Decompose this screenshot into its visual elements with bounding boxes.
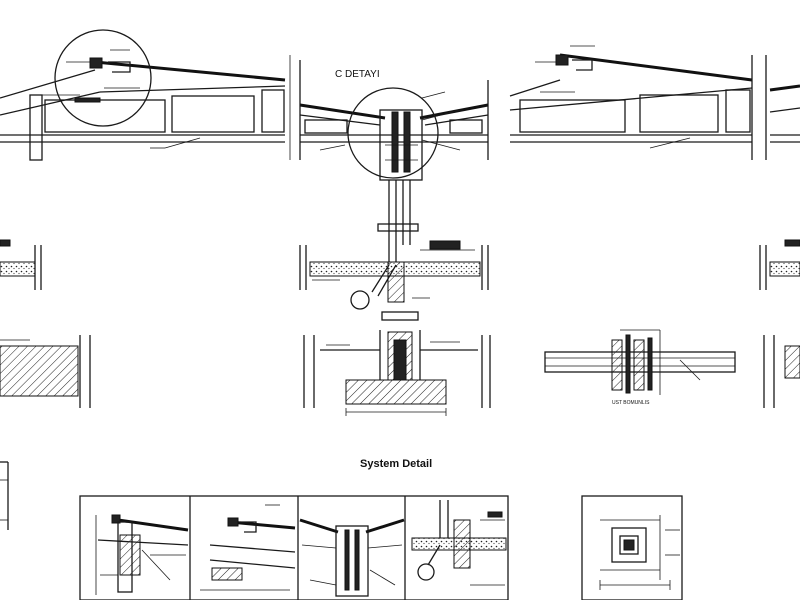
- ground-section-center: [299, 240, 489, 310]
- roof-section-right: [509, 45, 800, 160]
- foundation-left: [0, 335, 91, 408]
- column-plan-detail: [581, 495, 683, 600]
- system-panel-4: [411, 500, 507, 586]
- system-panel-1: [95, 514, 189, 595]
- detail-circle-a: [54, 29, 152, 127]
- detail-c-title: C DETAYI: [335, 69, 380, 80]
- ust-bomulus-label: UST BOMUNLIS: [612, 400, 650, 406]
- foundation-center: [303, 311, 491, 416]
- roof-section-center: C DETAYI: [299, 60, 489, 265]
- system-detail-title: System Detail: [360, 458, 432, 470]
- ground-section-left: [0, 239, 42, 290]
- system-detail-strip: [79, 495, 509, 600]
- system-panel-3: [299, 518, 405, 597]
- foundation-right: [763, 335, 800, 408]
- beam-joint-detail: UST BOMUNLIS: [544, 329, 736, 406]
- ground-section-right: [759, 239, 800, 290]
- roof-section-left: [0, 29, 291, 161]
- left-edge-detail: [0, 461, 9, 530]
- detail-circle-c: [347, 87, 439, 179]
- system-panel-2: [200, 504, 296, 591]
